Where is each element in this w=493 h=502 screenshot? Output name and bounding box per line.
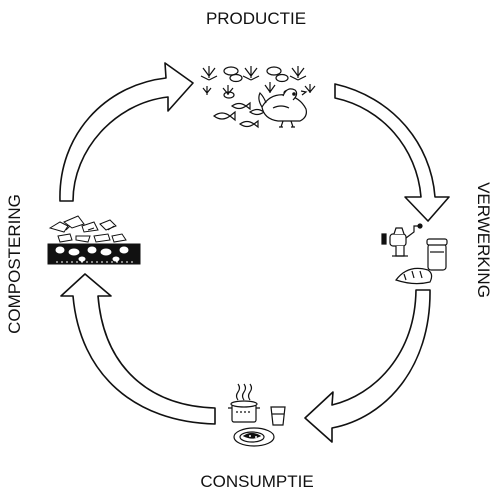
fish-icon — [212, 101, 269, 129]
arrow-productie-to-verwerking — [334, 83, 450, 222]
crops-fish-chicken-icon — [200, 66, 316, 129]
plate-icon — [233, 427, 275, 447]
arrow-compostering-to-productie — [59, 62, 194, 202]
jar-icon — [426, 238, 448, 271]
steam-icon — [235, 383, 253, 401]
meat-grinder-icon — [381, 223, 423, 257]
cooking-pot-icon — [228, 400, 260, 423]
bread-icon — [395, 267, 433, 285]
scrap-pile-icon — [48, 215, 127, 243]
compost-heap-icon — [47, 215, 141, 265]
label-productie: PRODUCTIE — [206, 9, 306, 28]
meat-grinder-bread-jar-icon — [381, 223, 448, 285]
label-verwerking: VERWERKING — [474, 182, 493, 298]
arrow-consumptie-to-compostering — [60, 273, 216, 425]
arrow-verwerking-to-consumptie — [304, 289, 431, 443]
soil-layer-icon — [47, 243, 141, 265]
crop-icon — [200, 66, 316, 95]
label-compostering: COMPOSTERING — [5, 194, 24, 334]
label-consumptie: CONSUMPTIE — [200, 472, 313, 491]
leaf-icon — [223, 66, 295, 99]
glass-icon — [270, 406, 286, 426]
chicken-icon — [258, 88, 308, 128]
cooking-pot-plate-glass-icon — [228, 383, 286, 447]
